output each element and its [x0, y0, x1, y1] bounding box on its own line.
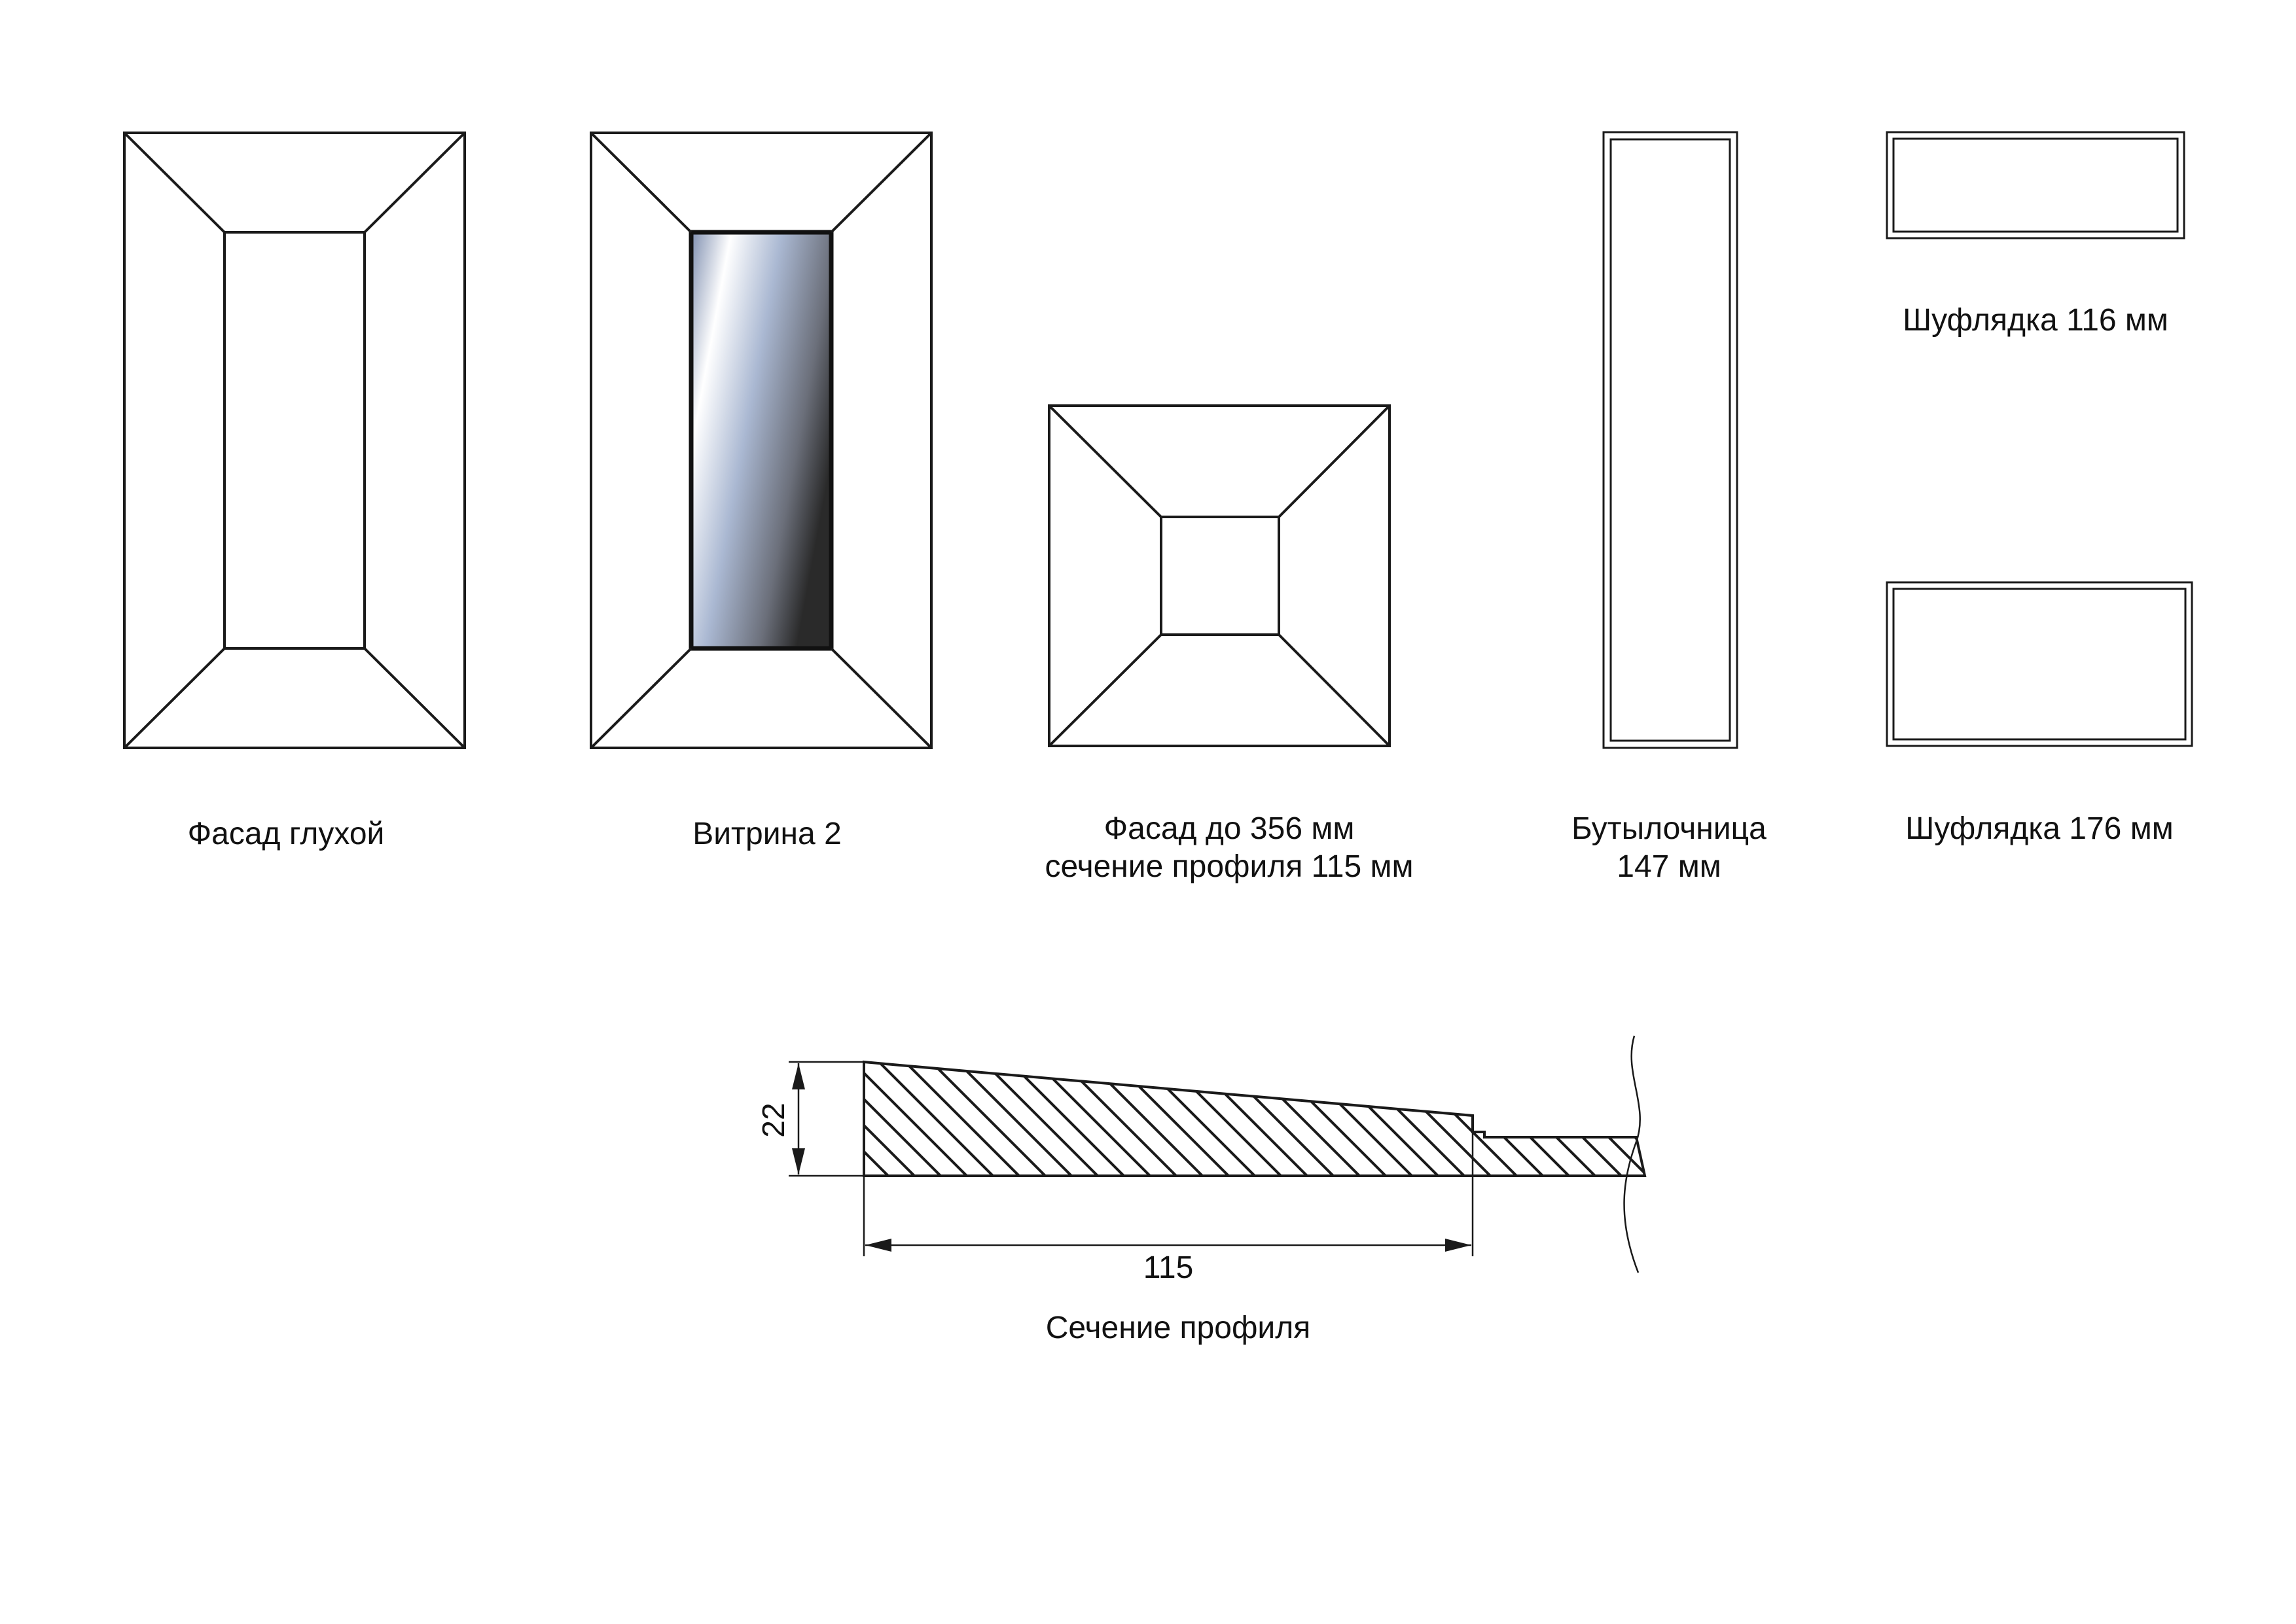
hatch-line [1124, 1062, 1271, 1176]
hatch-line [1676, 1047, 1820, 1191]
hatch-line [1491, 1062, 1638, 1176]
width-dimension-value: 115 [1143, 1250, 1194, 1285]
profile-section-title: Сечение профиля [1046, 1311, 1311, 1345]
hatch-line [864, 1062, 957, 1176]
hatch-line [1308, 1062, 1454, 1176]
bottle-holder-drawing [1602, 131, 1738, 749]
profile-hatching [864, 1047, 1898, 1191]
hatch-line [1046, 1062, 1193, 1176]
hatch-line [1543, 1062, 1645, 1176]
drawer-176-label: Шуфлядка 176 мм [1905, 811, 2173, 846]
hatch-line [1386, 1062, 1533, 1176]
width-dimension [863, 1116, 1474, 1256]
profile-section-drawing [863, 1035, 1898, 1273]
hatch-line [915, 1062, 1062, 1176]
hatch-line [1465, 1062, 1611, 1176]
hatch-line [1702, 1047, 1846, 1191]
hatch-line [1282, 1062, 1428, 1176]
hatch-line [1439, 1062, 1585, 1176]
hatch-line [1334, 1062, 1480, 1176]
showcase-drawing [590, 132, 933, 749]
hatch-line [864, 1062, 878, 1176]
hatch-line [864, 1062, 931, 1176]
hatch-line [1072, 1062, 1219, 1176]
hatch-line [864, 1062, 983, 1176]
hatch-line [941, 1062, 1088, 1176]
drawer-116-label: Шуфлядка 116 мм [1903, 303, 2168, 338]
facade-small-label-line2: сечение профиля 115 мм [1045, 849, 1413, 884]
hatch-line [1517, 1062, 1645, 1176]
hatch-line [1229, 1062, 1376, 1176]
hatch-line [1622, 1062, 1645, 1176]
hatch-line [864, 1062, 905, 1176]
height-dimension [789, 1061, 863, 1177]
hatch-line [1360, 1062, 1507, 1176]
bottle-holder-label-line1: Бутылочница [1571, 811, 1767, 846]
hatch-line [1177, 1062, 1323, 1176]
facade-small-drawing [1048, 404, 1391, 747]
hatch-line [1151, 1062, 1297, 1176]
bottle-holder-label-line2: 147 мм [1617, 849, 1721, 884]
hatch-line [994, 1062, 1140, 1176]
facade-blind-drawing [123, 132, 466, 749]
hatch-line [1754, 1047, 1898, 1191]
break-line [1623, 1035, 1641, 1273]
facade-small-label-line1: Фасад до 356 мм [1104, 811, 1355, 846]
hatch-line [1728, 1047, 1872, 1191]
hatch-line [967, 1062, 1114, 1176]
drawer-116-drawing [1886, 131, 2185, 239]
facade-blind-label: Фасад глухой [188, 817, 385, 851]
showcase-label: Витрина 2 [692, 817, 842, 851]
hatch-line [1596, 1062, 1645, 1176]
hatch-line [1412, 1062, 1559, 1176]
hatch-line [864, 1062, 1009, 1176]
hatch-line [889, 1062, 1035, 1176]
hatch-line [1020, 1062, 1166, 1176]
hatch-line [1255, 1062, 1402, 1176]
height-dimension-value: 22 [757, 1103, 791, 1137]
hatch-line [1203, 1062, 1350, 1176]
hatch-line [1098, 1062, 1245, 1176]
hatch-line [1649, 1047, 1793, 1191]
drawer-176-drawing [1886, 581, 2193, 747]
